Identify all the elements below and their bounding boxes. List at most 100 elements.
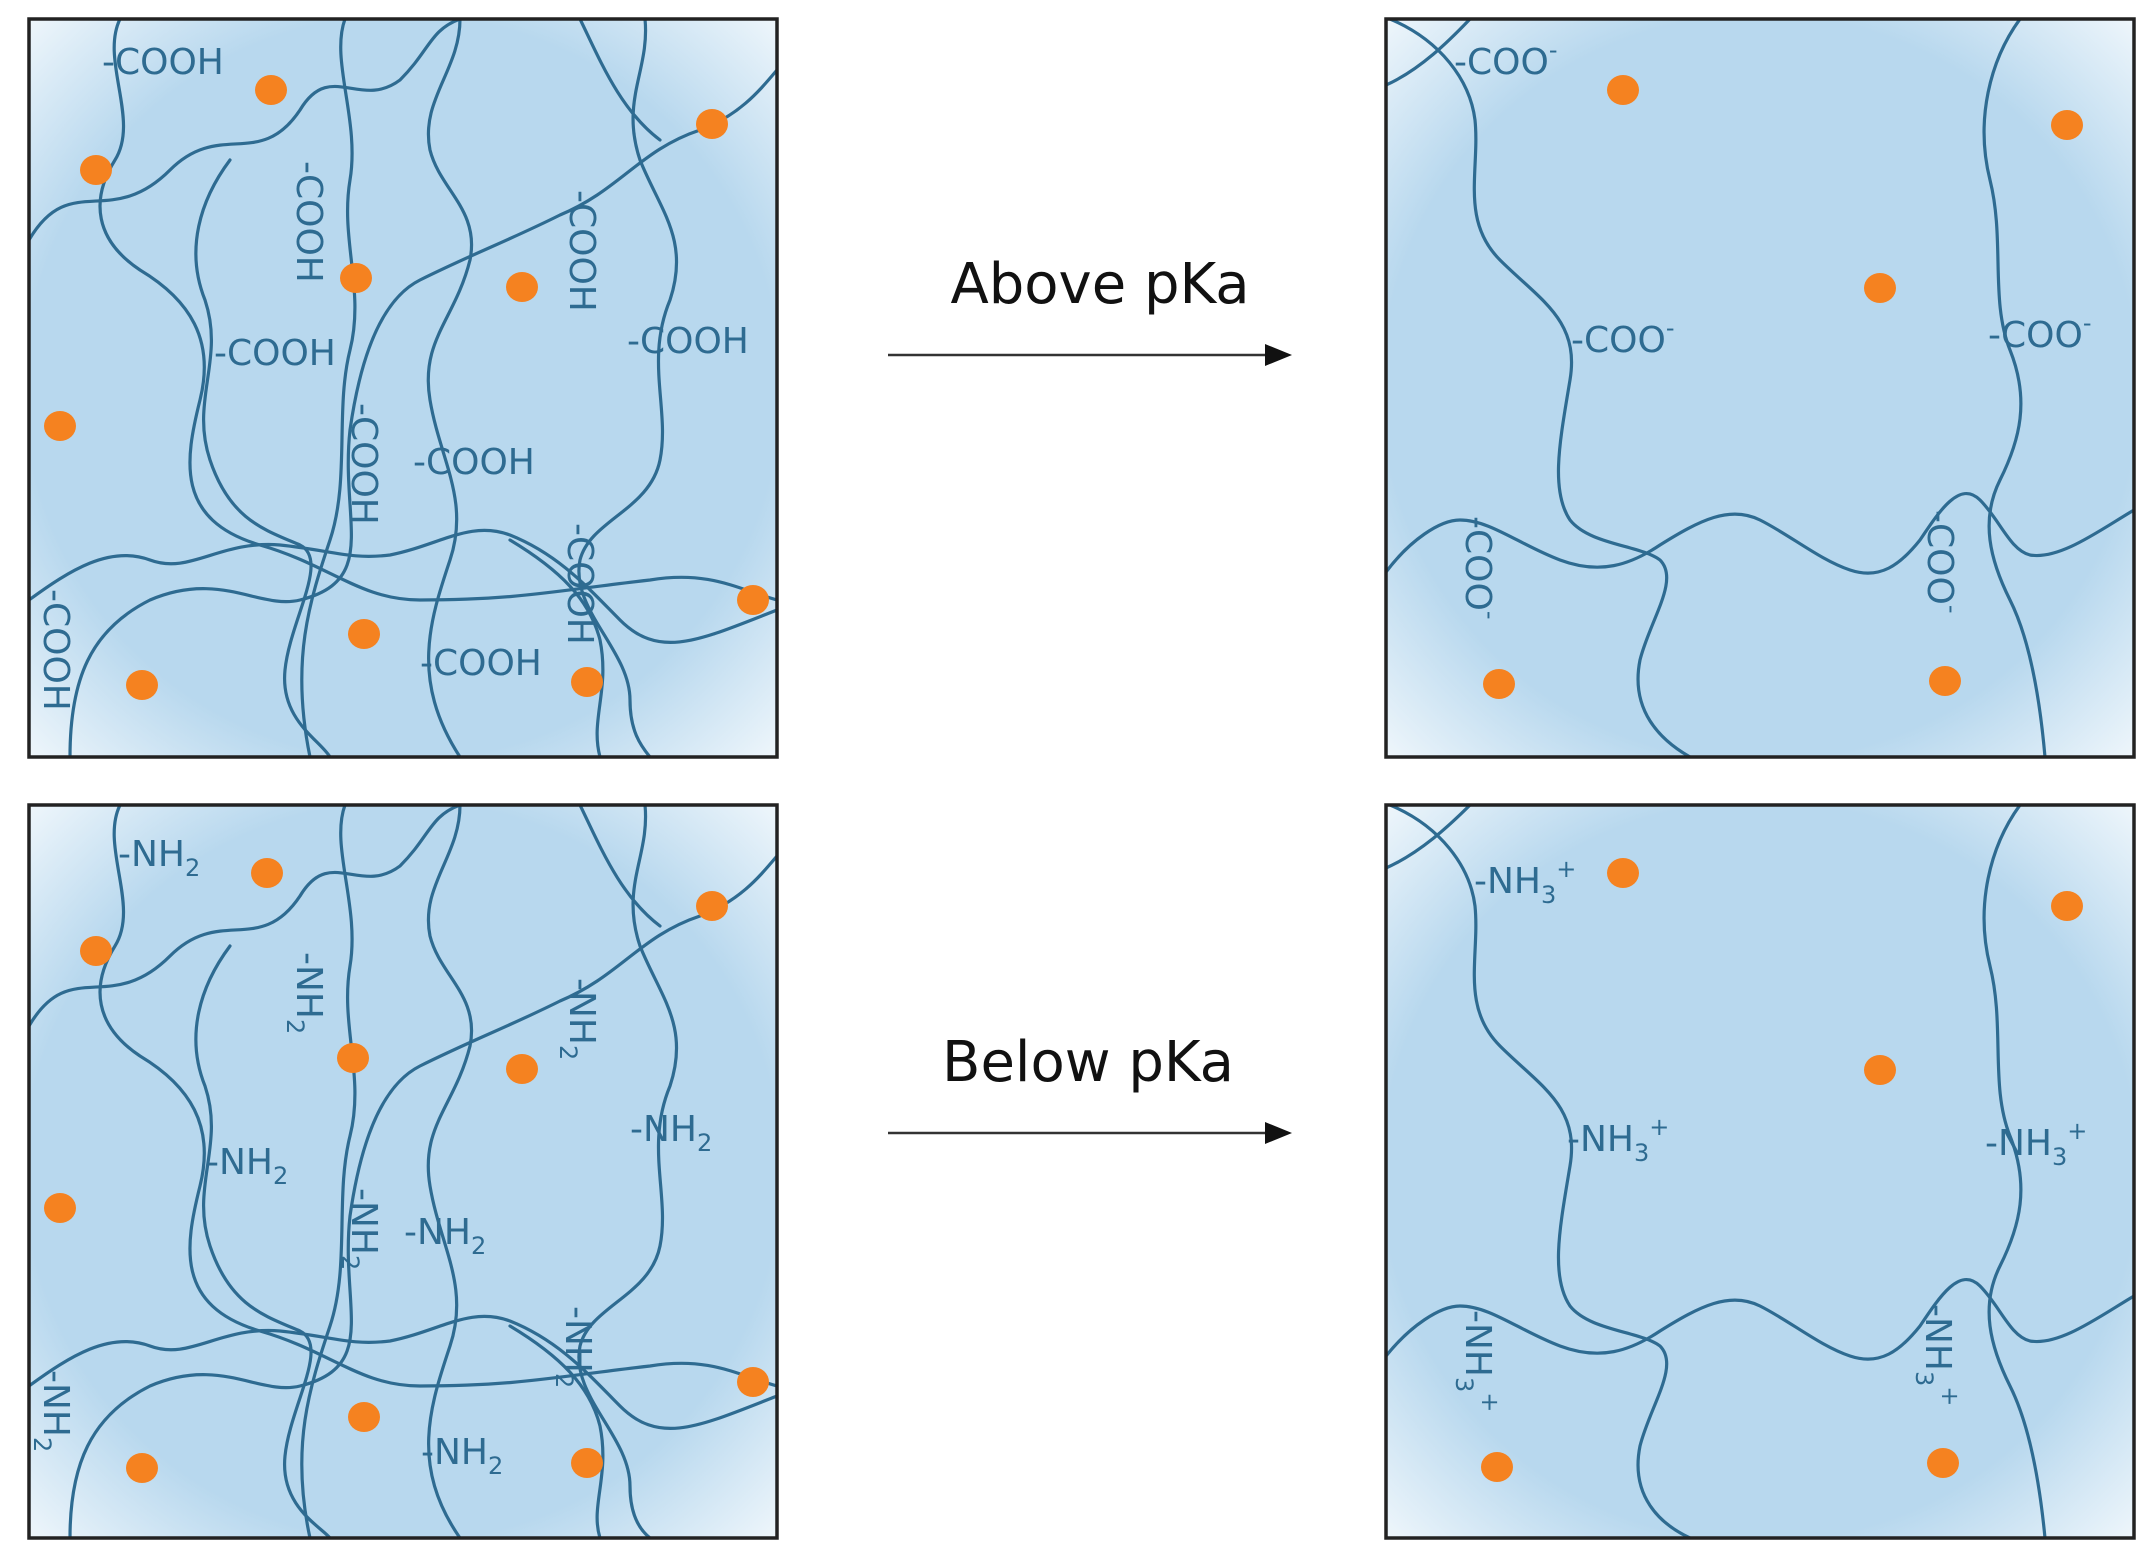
drug-bead: [1864, 273, 1896, 303]
polymer-chain: [1386, 492, 2134, 575]
amine-base: -NH: [1567, 1119, 1634, 1160]
positive-charge-sign: +: [1936, 1386, 1964, 1406]
negative-charge-sign: -: [1938, 605, 1966, 614]
polymer-chain: [1388, 19, 1692, 757]
gel-background: [29, 805, 777, 1538]
carboxylate-group-label: -COO-: [1988, 309, 2091, 356]
drug-bead: [571, 667, 603, 697]
arrow-head-icon: [1265, 344, 1292, 366]
positive-charge-sign: +: [1476, 1392, 1504, 1412]
amine-base: -NH: [343, 1188, 384, 1255]
panel-bottom-left-collapsed-base: -NH2 -NH2 -NH2 -NH2 -NH2 -NH2 -NH2 -NH2 …: [27, 803, 779, 1540]
polymer-chain: [68, 854, 777, 1538]
drug-bead: [348, 619, 380, 649]
drug-bead: [737, 585, 769, 615]
polymer-chain: [578, 19, 662, 142]
carboxylic-acid-group-label: -COOH: [214, 333, 336, 374]
amine-base: -NH: [35, 1370, 76, 1437]
drug-bead: [255, 75, 287, 105]
panel-frame: [27, 803, 779, 1540]
polymer-chain: [29, 528, 777, 644]
amine-base: -NH: [421, 1432, 488, 1473]
amine-base: -NH: [404, 1212, 471, 1253]
drug-molecules: [1481, 858, 2083, 1482]
carboxylate-base: -COO: [1988, 315, 2083, 356]
drug-bead: [696, 109, 728, 139]
amine-base: -NH: [288, 952, 329, 1019]
subscript: 2: [554, 1045, 582, 1060]
polymer-chain: [1386, 19, 1472, 87]
polymer-chain: [577, 19, 679, 757]
polymer-chain: [1386, 805, 1472, 870]
drug-bead: [126, 670, 158, 700]
drug-bead: [44, 1193, 76, 1223]
drug-bead: [44, 411, 76, 441]
carboxylate-group-label: -COO-: [1457, 516, 1504, 619]
panel-top-right-swollen-ionized: -COO- -COO- -COO- -COO- -COO-: [1384, 17, 2136, 759]
subscript: 3: [2052, 1143, 2067, 1171]
carboxylic-acid-group-label: -COOH: [627, 321, 749, 362]
drug-bead: [2051, 110, 2083, 140]
subscript: 3: [1634, 1139, 1649, 1167]
subscript: 2: [336, 1255, 364, 1270]
panel-bottom-right-swollen-protonated: -NH3+ -NH3+ -NH3+ -NH3+ -NH3+: [1384, 803, 2136, 1540]
amine-base: -NH: [561, 978, 602, 1045]
drug-bead: [340, 263, 372, 293]
transition-arrow-above-pka: Above pKa: [888, 252, 1292, 366]
drug-bead: [737, 1367, 769, 1397]
drug-bead: [1927, 1448, 1959, 1478]
arrow-head-icon: [1265, 1122, 1292, 1144]
ammonium-group-label: -NH3+: [1450, 1310, 1504, 1412]
drug-bead: [80, 936, 112, 966]
negative-charge-sign: -: [1549, 36, 1558, 64]
drug-molecules: [44, 858, 769, 1483]
panel-frame: [1384, 17, 2136, 759]
polymer-network: [29, 19, 777, 757]
amine-group-label: -NH2: [630, 1109, 712, 1157]
amine-base: -NH: [630, 1109, 697, 1150]
polymer-chain: [1982, 805, 2047, 1538]
carboxylate-group-label: -COO-: [1919, 510, 1966, 613]
subscript: 2: [550, 1373, 578, 1388]
amine-group-label: -NH2: [554, 978, 602, 1060]
carboxylic-acid-group-label: -COOH: [35, 589, 76, 711]
polymer-network: [29, 805, 777, 1538]
amine-group-label: -NH2: [550, 1306, 598, 1388]
polymer-chain: [508, 538, 605, 757]
gel-background: [29, 19, 777, 757]
negative-charge-sign: -: [1476, 611, 1504, 620]
functional-groups: -NH2 -NH2 -NH2 -NH2 -NH2 -NH2 -NH2 -NH2 …: [28, 834, 712, 1480]
panel-frame: [27, 17, 779, 759]
gel-background: [1386, 19, 2134, 757]
drug-bead: [506, 272, 538, 302]
negative-charge-sign: -: [2083, 309, 2092, 337]
polymer-chain: [578, 805, 662, 928]
positive-charge-sign: +: [1556, 855, 1576, 883]
positive-charge-sign: +: [2067, 1117, 2087, 1145]
subscript: 2: [697, 1129, 712, 1157]
amine-group-label: -NH2: [421, 1432, 503, 1480]
polymer-chain: [1982, 19, 2047, 757]
carboxylic-acid-group-label: -COOH: [288, 161, 329, 283]
carboxylate-base: -COO: [1457, 516, 1498, 611]
drug-bead: [506, 1054, 538, 1084]
amine-group-label: -NH2: [206, 1142, 288, 1190]
amine-base: -NH: [1474, 861, 1541, 902]
ammonium-group-label: -NH3+: [1567, 1113, 1669, 1167]
carboxylate-base: -COO: [1919, 510, 1960, 605]
amine-base: -NH: [206, 1142, 273, 1183]
polymer-chain: [300, 805, 357, 1538]
amine-base: -NH: [1917, 1304, 1958, 1371]
polymer-chain: [194, 158, 332, 757]
polymer-chain: [508, 1324, 605, 1538]
functional-groups: -COO- -COO- -COO- -COO- -COO-: [1454, 36, 2091, 619]
functional-groups: -NH3+ -NH3+ -NH3+ -NH3+ -NH3+: [1450, 855, 2087, 1412]
subscript: 3: [1450, 1377, 1478, 1392]
drug-bead: [1929, 666, 1961, 696]
drug-bead: [251, 858, 283, 888]
drug-bead: [80, 155, 112, 185]
polymer-chain: [426, 19, 474, 757]
gel-background: [1386, 805, 2134, 1538]
amine-group-label: -NH2: [118, 834, 200, 882]
